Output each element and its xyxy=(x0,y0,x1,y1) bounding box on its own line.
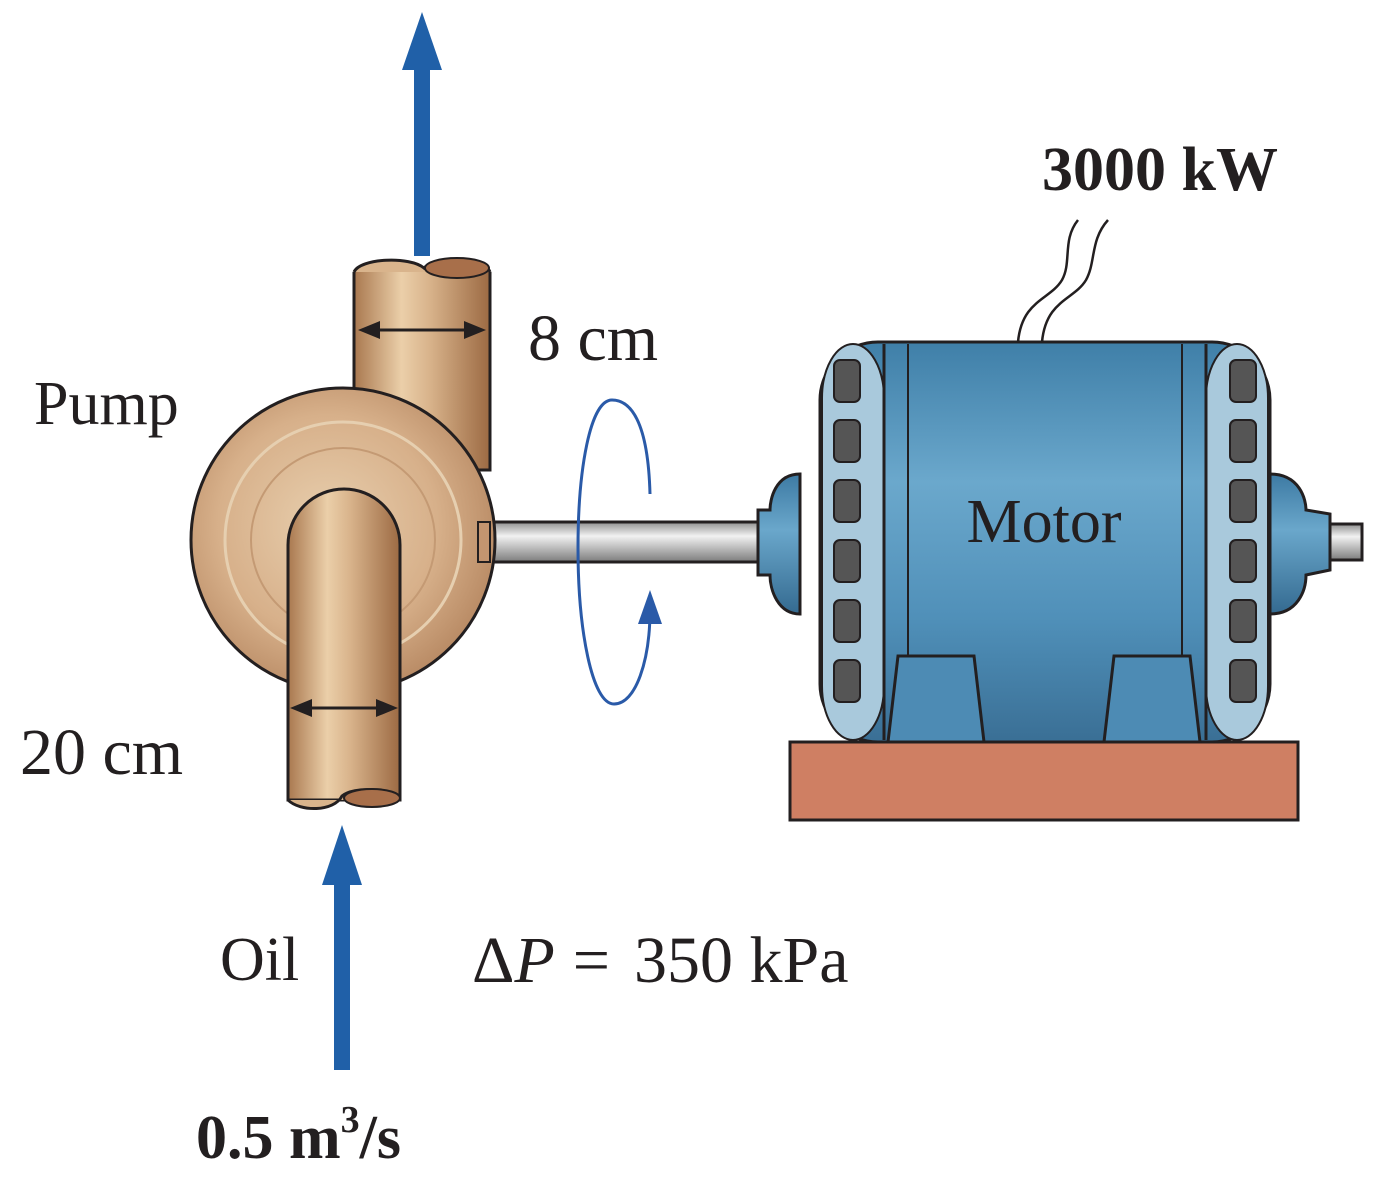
pressure-label: ΔP = 350 kPa xyxy=(472,924,849,997)
pump-label: Pump xyxy=(34,370,179,438)
flow-unit: /s xyxy=(359,1104,401,1172)
inlet-flow-arrow xyxy=(322,825,362,1070)
pressure-eq: = xyxy=(573,924,610,997)
inlet-diameter-dimension xyxy=(290,699,398,717)
outlet-diameter-dimension xyxy=(358,321,486,339)
motor xyxy=(756,340,1332,744)
outlet-flow-arrow xyxy=(402,12,442,256)
outlet-diameter-label: 8 cm xyxy=(528,302,658,375)
flow-rate-label: 0.5 m3/s xyxy=(196,1099,401,1172)
pressure-var: P xyxy=(513,924,554,997)
power-wires xyxy=(1016,219,1109,343)
flow-value: 0.5 m xyxy=(196,1104,341,1172)
inlet-diameter-label: 20 cm xyxy=(20,716,183,789)
motor-base xyxy=(788,740,1300,822)
power-label: 3000 kW xyxy=(1042,136,1278,204)
pressure-value: 350 kPa xyxy=(634,924,849,997)
rotation-arrow xyxy=(576,398,662,706)
inlet-pipe xyxy=(286,487,402,811)
fluid-label: Oil xyxy=(220,926,299,994)
flow-exponent: 3 xyxy=(341,1099,360,1141)
motor-label: Motor xyxy=(967,488,1122,556)
shaft xyxy=(478,520,1364,564)
pressure-delta: Δ xyxy=(472,924,514,997)
